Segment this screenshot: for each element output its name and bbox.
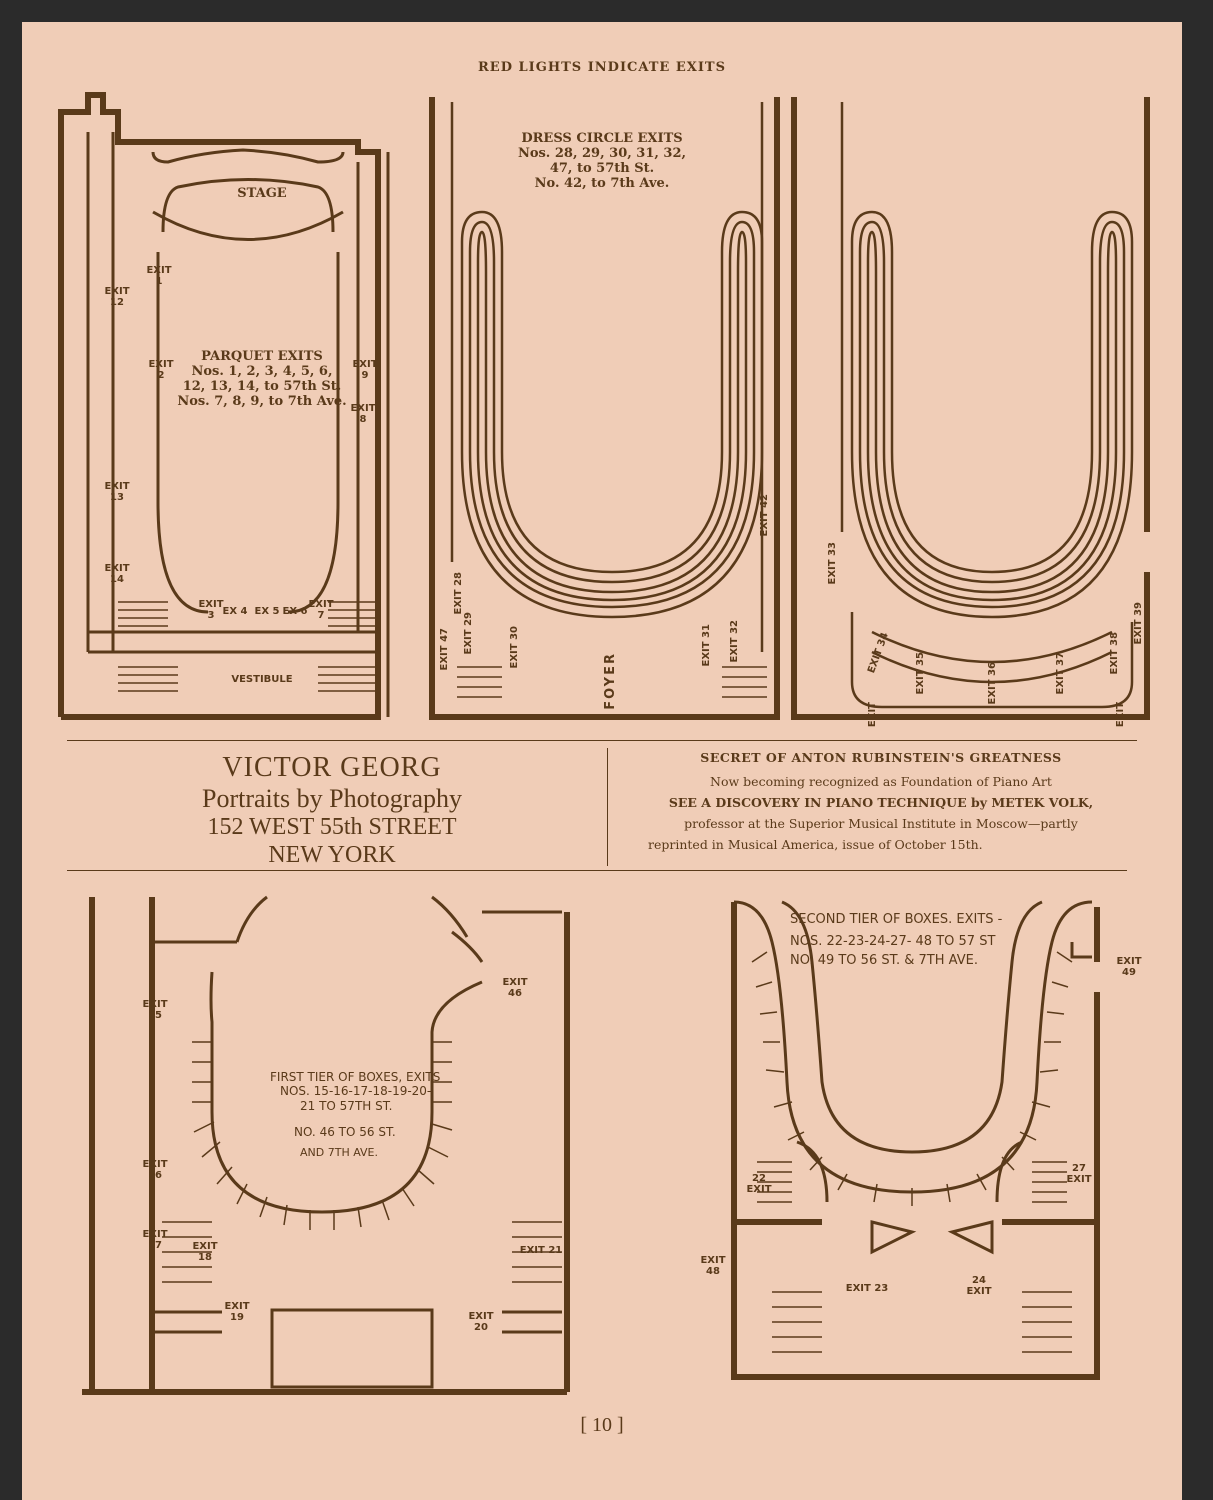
dress-circle-line1: Nos. 28, 29, 30, 31, 32,: [517, 145, 687, 161]
ad-title: SECRET OF ANTON RUBINSTEIN'S GREATNESS: [700, 750, 1062, 765]
exit-label: EXIT 33: [827, 542, 838, 585]
page-header: RED LIGHTS INDICATE EXITS: [478, 60, 726, 75]
rubinstein-ad: SECRET OF ANTON RUBINSTEIN'S GREATNESS N…: [632, 750, 1130, 852]
divider-rule: [67, 740, 1137, 741]
exit-label: EXIT 3: [198, 599, 224, 621]
exit-label: EXIT 48: [700, 1255, 726, 1277]
exit-label: EXIT 32: [729, 620, 740, 663]
victor-georg-ad: VICTOR GEORG Portraits by Photography 15…: [62, 752, 602, 869]
exit-label: EXIT 30: [509, 626, 520, 669]
parquet-line2: 12, 13, 14, to 57th St.: [182, 378, 342, 394]
exit-label: EX 5: [254, 606, 280, 617]
first-tier-text: FIRST TIER OF BOXES, EXITS NOS. 15-16-17…: [270, 1070, 440, 1159]
exit-label: EXIT 7: [308, 599, 334, 621]
parquet-floor-plan: [58, 92, 390, 720]
exit-label: 22 EXIT: [746, 1173, 772, 1195]
exit-label: EXIT 13: [104, 481, 130, 503]
exit-label: EXIT 21: [519, 1245, 563, 1256]
first-tier-line2: 21 TO 57TH ST.: [300, 1098, 393, 1113]
exit-label: EXIT 2: [148, 359, 174, 381]
exit-label: EXIT 16: [142, 1159, 168, 1181]
dress-circle-line3: No. 42, to 7th Ave.: [534, 175, 670, 191]
parquet-title: PARQUET EXITS: [201, 349, 323, 364]
divider-rule: [67, 870, 1127, 871]
second-tier-title: SECOND TIER OF BOXES. EXITS -: [790, 912, 1003, 927]
ad-line2: SEE A DISCOVERY IN PIANO TECHNIQUE by ME…: [668, 795, 1094, 810]
second-tier-line1: NOS. 22-23-24-27- 48 TO 57 ST: [790, 933, 996, 949]
exit-label: EXIT 15: [142, 999, 168, 1021]
exit-label: EXIT 36: [987, 662, 998, 705]
exit-label: EXIT 14: [104, 563, 130, 585]
vestibule-label: VESTIBULE: [231, 674, 293, 685]
exit-label: EXIT 17: [142, 1229, 168, 1251]
first-tier-title: FIRST TIER OF BOXES, EXITS: [270, 1070, 441, 1084]
exit-label: EXIT 37: [1055, 652, 1066, 695]
foyer-label: FOYER: [603, 652, 618, 710]
exit-label: EXIT 8: [350, 403, 376, 425]
exit-label: EXIT 35: [915, 652, 926, 695]
exit-label: EXIT 23: [845, 1283, 889, 1294]
exit-label: EXIT 29: [463, 612, 474, 655]
exit-label: EXIT: [867, 702, 878, 728]
exit-label: EX 4: [222, 606, 248, 617]
ad-line2: 152 WEST 55th STREET: [207, 814, 457, 841]
exit-label: EXIT 46: [502, 977, 528, 999]
second-tier-text: SECOND TIER OF BOXES. EXITS - NOS. 22-23…: [790, 912, 1002, 969]
ad-line1: Portraits by Photography: [202, 784, 462, 814]
exit-label: EXIT: [1115, 702, 1126, 728]
parquet-line3: Nos. 7, 8, 9, to 7th Ave.: [177, 393, 347, 409]
exit-label: EXIT 12: [104, 286, 130, 308]
divider-rule-vertical: [607, 748, 608, 866]
exit-label: EXIT 20: [468, 1311, 494, 1333]
first-tier-line4: AND 7TH AVE.: [300, 1145, 378, 1159]
dress-circle-line2: 47, to 57th St.: [549, 160, 655, 176]
balcony-plan: [791, 97, 1150, 720]
exit-label: EXIT 1: [146, 265, 172, 287]
exit-label: EXIT 38: [1109, 632, 1120, 675]
exit-label: EXIT 28: [453, 572, 464, 615]
first-tier-plan: [82, 895, 570, 1395]
dress-circle-text: DRESS CIRCLE EXITS Nos. 28, 29, 30, 31, …: [492, 131, 712, 192]
parquet-line1: Nos. 1, 2, 3, 4, 5, 6,: [191, 363, 333, 379]
exit-label: EXIT 18: [192, 1241, 218, 1263]
program-page: RED LIGHTS INDICATE EXITS STAGE VESTIBUL…: [22, 22, 1182, 1500]
ad-line3: professor at the Superior Musical Instit…: [684, 816, 1078, 831]
exit-label: EXIT 9: [352, 359, 378, 381]
parquet-exits-text: PARQUET EXITS Nos. 1, 2, 3, 4, 5, 6, 12,…: [162, 349, 362, 410]
exit-label: 24 EXIT: [966, 1275, 992, 1297]
first-tier-line3: NO. 46 TO 56 ST.: [294, 1125, 396, 1140]
page-number: [ 10 ]: [580, 1414, 624, 1436]
exit-label: EXIT 19: [224, 1301, 250, 1323]
exit-label: EXIT 49: [1116, 956, 1142, 978]
exit-label: EXIT 39: [1133, 602, 1144, 645]
exit-label: 27 EXIT: [1066, 1163, 1092, 1185]
dress-circle-plan: [429, 97, 780, 720]
second-tier-line2: NO. 49 TO 56 ST. & 7TH AVE.: [790, 953, 978, 969]
exit-label: EXIT 42: [759, 494, 770, 537]
exit-label: EX 6: [282, 606, 308, 617]
ad-line1: Now becoming recognized as Foundation of…: [710, 774, 1052, 789]
exit-label: EXIT 31: [701, 624, 712, 667]
exit-label: EXIT 47: [439, 628, 450, 671]
stage-label: STAGE: [237, 186, 287, 201]
first-tier-line1: NOS. 15-16-17-18-19-20-: [280, 1084, 432, 1099]
second-tier-plan: [731, 900, 1100, 1380]
ad-name: VICTOR GEORG: [222, 752, 442, 783]
ad-line4: reprinted in Musical America, issue of O…: [648, 837, 983, 852]
dress-circle-title: DRESS CIRCLE EXITS: [521, 131, 683, 146]
ad-line3: NEW YORK: [268, 841, 396, 868]
